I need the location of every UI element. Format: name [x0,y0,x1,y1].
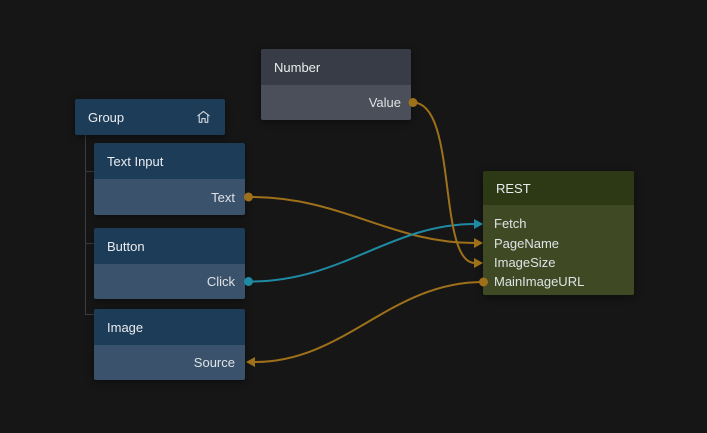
port-click-output-dot[interactable] [244,277,253,286]
node-number[interactable]: Number Value [261,49,411,120]
group-tree-line-vertical [85,135,86,315]
port-source-input-arrow[interactable] [246,357,255,367]
node-button[interactable]: Button Click [94,228,245,299]
port-mainimageurl-label: MainImageURL [494,274,585,290]
wire-rest-mainimageurl-to-image-source[interactable] [254,281,484,363]
port-source-input[interactable]: Source [94,345,245,380]
node-group[interactable]: Group [75,99,225,135]
port-text-output-dot[interactable] [244,192,253,202]
node-number-title: Number [274,59,321,75]
group-tree-tick-1 [85,171,94,172]
port-text-output[interactable]: Text [94,179,245,215]
node-image[interactable]: Image Source [94,309,245,380]
node-rest[interactable]: REST Fetch PageName ImageSize MainImageU… [483,171,634,295]
port-click-label: Click [206,274,235,289]
node-rest-title: REST [496,180,531,196]
wire-button-click-to-rest-fetch[interactable] [249,223,476,283]
port-fetch-input[interactable]: Fetch [483,214,634,233]
port-pagename-label: PageName [494,235,560,251]
port-value-label: Value [368,95,401,110]
port-fetch-input-arrow[interactable] [474,219,483,229]
port-text-label: Text [211,189,235,205]
node-text-input[interactable]: Text Input Text [94,143,245,215]
wire-textinput-text-to-rest-pagename[interactable] [249,196,476,244]
group-tree-tick-3 [85,314,94,315]
port-source-label: Source [193,355,235,370]
port-mainimageurl-output[interactable]: MainImageURL [483,272,634,291]
group-tree-tick-2 [85,243,94,244]
port-pagename-input-arrow[interactable] [474,238,483,248]
node-text-input-title: Text Input [107,153,164,169]
node-group-title: Group [88,109,125,125]
wire-number-value-to-rest-imagesize[interactable] [412,101,476,264]
port-imagesize-label: ImageSize [494,254,556,270]
port-fetch-label: Fetch [494,216,527,232]
port-pagename-input[interactable]: PageName [483,233,634,252]
node-button-title: Button [107,238,145,254]
port-click-output[interactable]: Click [94,264,245,299]
port-imagesize-input-arrow[interactable] [474,258,483,268]
node-image-title: Image [107,319,144,335]
port-imagesize-input[interactable]: ImageSize [483,253,634,272]
port-value-output[interactable]: Value [261,85,411,120]
home-icon[interactable] [195,109,212,125]
